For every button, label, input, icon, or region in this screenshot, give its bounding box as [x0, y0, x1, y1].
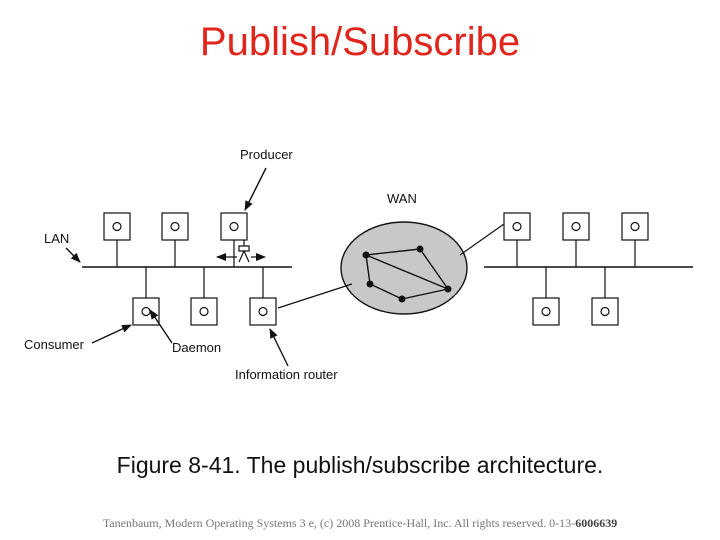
wan-network — [365, 248, 449, 300]
slide-title: Publish/Subscribe — [199, 20, 521, 64]
copyright-footer: Tanenbaum, Modern Operating Systems 3 e,… — [0, 516, 720, 531]
daemon-label: Daemon — [172, 340, 221, 355]
footer-text: Tanenbaum, Modern Operating Systems 3 e,… — [102, 516, 576, 530]
lan-label: LAN — [44, 231, 69, 246]
consumer-label: Consumer — [24, 337, 85, 352]
information-router-arrow — [269, 328, 289, 367]
information-router-label: Information router — [235, 367, 338, 382]
lan-arrow — [65, 247, 81, 263]
daemon-arrow — [149, 309, 173, 344]
message-icon — [216, 240, 266, 263]
producer-label: Producer — [240, 147, 293, 162]
left-lan-wan-link — [277, 283, 353, 309]
wan-nodes — [362, 245, 452, 303]
label-arrows — [65, 167, 289, 367]
producer-arrow — [244, 167, 267, 211]
footer-isbn: 6006639 — [575, 516, 618, 530]
left-lan-bottom-machines — [132, 267, 277, 326]
wan-cloud — [340, 221, 468, 315]
consumer-arrow — [91, 324, 132, 344]
right-lan-wan-link — [459, 223, 505, 256]
right-lan-top-machines — [503, 212, 649, 267]
figure-caption: Figure 8-41. The publish/subscribe archi… — [116, 452, 604, 478]
wan-label: WAN — [387, 191, 417, 206]
left-lan-top-machines — [103, 212, 248, 267]
right-lan-bottom-machines — [532, 267, 619, 326]
